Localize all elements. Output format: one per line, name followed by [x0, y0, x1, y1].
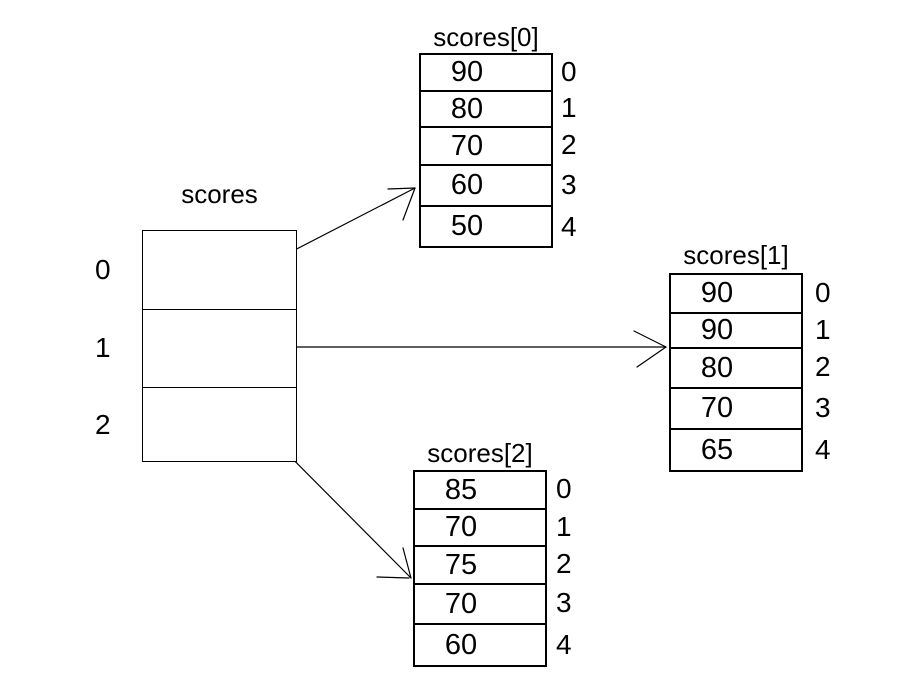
index-label: 4	[556, 629, 572, 660]
array-cell: 70	[671, 389, 801, 430]
array-cell: 60	[421, 166, 551, 207]
array-cell: 50	[450, 210, 484, 242]
pointer-cell-0	[143, 231, 296, 310]
index-column-scores-1: 0 1 2 3 4	[815, 273, 845, 472]
index-label: 1	[561, 92, 577, 123]
array-cell: 85	[415, 472, 545, 510]
array-cell: 65	[700, 433, 734, 466]
index-label: 1	[95, 332, 111, 363]
index-label: 1	[815, 313, 831, 345]
index-label: 0	[561, 55, 577, 87]
index-label: 0	[815, 276, 831, 308]
pointer-cell-1	[143, 310, 296, 388]
array-cell: 80	[421, 92, 551, 128]
pointer-array-index-column: 0 1 2	[95, 230, 135, 462]
array-cell: 70	[415, 585, 545, 625]
index-label: 4	[561, 210, 577, 242]
array-cell: 70	[415, 510, 545, 547]
pointer-array-box	[142, 230, 297, 462]
array-cell: 60	[444, 628, 478, 661]
array-cell: 80	[671, 349, 801, 389]
index-column-scores-0: 0 1 2 3 4	[561, 53, 591, 248]
index-label: 0	[95, 253, 111, 285]
index-label: 3	[556, 587, 572, 618]
array-title-scores-1: scores[1]	[683, 240, 789, 270]
array-title-scores-2: scores[2]	[427, 438, 533, 468]
arrow-to-scores-1	[251, 330, 667, 368]
array-box-scores-2: 85 70 75 70 60	[413, 470, 547, 667]
index-label: 3	[815, 391, 831, 423]
array-cell: 70	[421, 128, 551, 166]
array-box-scores-0: 90 80 70 60 50	[419, 53, 553, 248]
array-box-scores-1: 90 90 80 70 65	[669, 273, 803, 472]
index-label: 2	[556, 548, 572, 579]
index-label: 0	[556, 473, 572, 504]
index-label: 2	[95, 408, 111, 440]
pointer-array-title: scores	[181, 179, 258, 209]
pointer-cell-2	[143, 388, 296, 461]
array-cell: 75	[415, 547, 545, 585]
array-cell: 90	[671, 314, 801, 349]
index-column-scores-2: 0 1 2 3 4	[556, 470, 586, 667]
array-title-scores-0: scores[0]	[433, 22, 539, 52]
index-label: 3	[561, 168, 577, 200]
index-label: 2	[815, 351, 831, 382]
index-label: 4	[815, 434, 831, 465]
array-cell: 90	[671, 275, 801, 314]
index-label: 1	[556, 510, 572, 542]
index-label: 2	[561, 129, 577, 160]
array-cell: 90	[421, 55, 551, 92]
